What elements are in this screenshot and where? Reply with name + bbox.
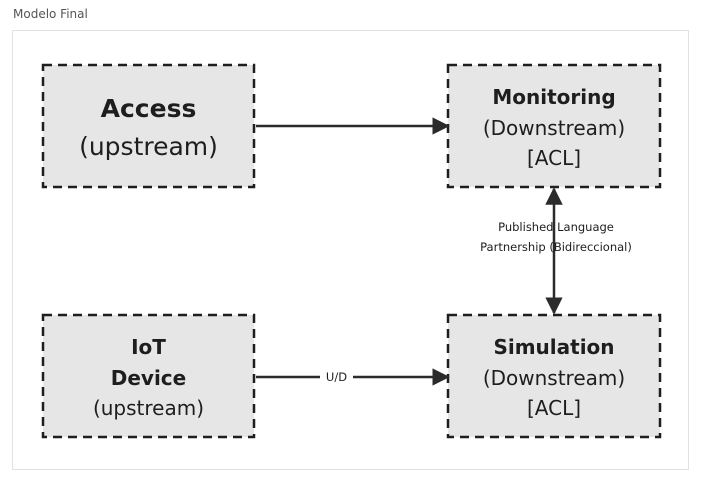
simulation-box[interactable]: Simulation (Downstream) [ACL]	[446, 313, 662, 439]
access-box-rect	[41, 63, 256, 189]
simulation-tag: [ACL]	[527, 396, 581, 420]
iot-device-title-line1: IoT	[131, 335, 166, 359]
simulation-box-rect	[446, 313, 662, 439]
iot-device-subtitle: (upstream)	[93, 396, 204, 420]
edge-label-published-language: Published Language	[498, 220, 614, 234]
edge-label-ud-background	[320, 369, 353, 385]
simulation-title: Simulation	[493, 335, 614, 359]
iot-device-title-line2: Device	[111, 366, 186, 390]
diagram-frame	[12, 30, 689, 470]
monitoring-box[interactable]: Monitoring (Downstream) [ACL]	[446, 63, 662, 189]
iot-device-box[interactable]: IoT Device (upstream)	[41, 313, 256, 439]
frame-title: Modelo Final	[13, 7, 88, 21]
access-title: Access	[101, 94, 197, 123]
monitoring-title: Monitoring	[492, 85, 615, 109]
monitoring-box-rect	[446, 63, 662, 189]
monitoring-subtitle: (Downstream)	[483, 116, 625, 140]
access-subtitle: (upstream)	[79, 132, 218, 161]
simulation-subtitle: (Downstream)	[483, 366, 625, 390]
monitoring-tag: [ACL]	[527, 146, 581, 170]
iot-device-box-rect	[41, 313, 256, 439]
access-box[interactable]: Access (upstream)	[41, 63, 256, 189]
edge-label-ud: U/D	[326, 370, 347, 384]
edge-label-partnership: Partnership (Bidireccional)	[480, 240, 632, 254]
